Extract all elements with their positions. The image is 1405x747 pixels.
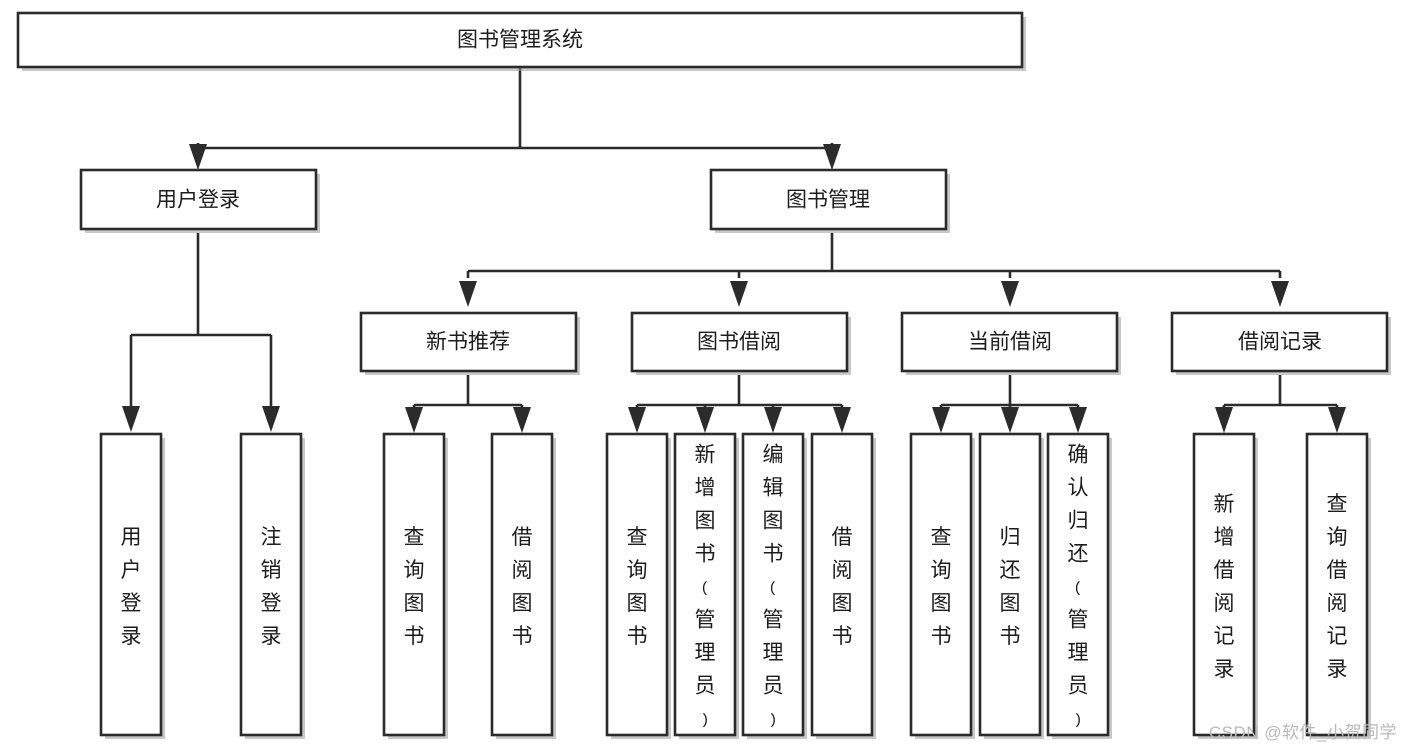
node-leaf-confirm-return-label: 确认归还﹙管理员﹚ <box>1068 444 1089 731</box>
node-user-login-label: 用户登录 <box>156 189 240 212</box>
node-leaf-borrow-book-2[interactable]: 借阅图书 <box>810 432 876 739</box>
node-leaf-edit-book-label: 编辑图书﹙管理员﹚ <box>763 444 784 731</box>
node-leaf-query-book-1[interactable]: 查询图书 <box>382 432 448 739</box>
node-leaf-user-login-label: 用户登录 <box>121 526 142 648</box>
node-leaf-return-book[interactable]: 归还图书 <box>978 432 1044 739</box>
node-leaf-user-logout[interactable]: 注销登录 <box>239 432 305 739</box>
edges-book-manage-to-level3 <box>459 233 1289 307</box>
node-borrow-record-label: 借阅记录 <box>1238 331 1322 354</box>
edges-new-book-recommend-to-leaves <box>405 375 531 433</box>
node-leaf-query-book-3-label: 查询图书 <box>931 526 952 648</box>
node-new-book-recommend[interactable]: 新书推荐 <box>359 311 580 375</box>
node-leaf-return-book-label: 归还图书 <box>1000 526 1021 648</box>
edges-book-borrow-to-leaves <box>628 375 851 433</box>
node-book-manage-label: 图书管理 <box>786 189 870 212</box>
node-leaf-query-book-3[interactable]: 查询图书 <box>909 432 975 739</box>
edges-borrow-record-to-leaves <box>1215 375 1346 433</box>
node-leaf-add-record-label: 新增借阅记录 <box>1214 493 1235 681</box>
edges-root-to-level2 <box>189 67 841 170</box>
node-user-login[interactable]: 用户登录 <box>79 168 320 233</box>
node-leaf-user-logout-label: 注销登录 <box>261 526 282 648</box>
node-leaf-add-book-label: 新增图书﹙管理员﹚ <box>695 444 716 731</box>
node-leaf-query-record[interactable]: 查询借阅记录 <box>1305 432 1371 739</box>
node-borrow-record[interactable]: 借阅记录 <box>1170 311 1391 375</box>
edges-current-borrow-to-leaves <box>932 375 1087 433</box>
node-book-manage[interactable]: 图书管理 <box>709 168 950 233</box>
node-leaf-add-record[interactable]: 新增借阅记录 <box>1192 432 1258 739</box>
node-leaf-query-book-2[interactable]: 查询图书 <box>605 432 671 739</box>
node-book-borrow-label: 图书借阅 <box>697 331 781 354</box>
node-current-borrow-label: 当前借阅 <box>968 331 1052 354</box>
node-leaf-query-record-label: 查询借阅记录 <box>1327 493 1348 681</box>
node-leaf-add-book[interactable]: 新增图书﹙管理员﹚ <box>673 432 739 739</box>
node-leaf-confirm-return[interactable]: 确认归还﹙管理员﹚ <box>1046 432 1112 739</box>
node-root[interactable]: 图书管理系统 <box>16 11 1026 71</box>
node-leaf-borrow-book-1[interactable]: 借阅图书 <box>490 432 556 739</box>
node-leaf-edit-book[interactable]: 编辑图书﹙管理员﹚ <box>741 432 807 739</box>
node-root-label: 图书管理系统 <box>457 29 583 52</box>
node-leaf-borrow-book-1-label: 借阅图书 <box>512 526 533 648</box>
node-leaf-user-login[interactable]: 用户登录 <box>99 432 165 739</box>
leaf-nodes-layer: 用户登录 注销登录 查询图书 借阅图书 查询图书 新增图书﹙管理员﹚ 编辑图书﹙管理员﹚ 借阅… <box>99 432 1371 739</box>
node-leaf-borrow-book-2-label: 借阅图书 <box>832 526 853 648</box>
edges-user-login-to-leaves <box>122 233 280 432</box>
node-new-book-recommend-label: 新书推荐 <box>426 331 510 354</box>
node-leaf-query-book-2-label: 查询图书 <box>627 526 648 648</box>
node-leaf-query-book-1-label: 查询图书 <box>404 526 425 648</box>
node-current-borrow[interactable]: 当前借阅 <box>900 311 1121 375</box>
node-book-borrow[interactable]: 图书借阅 <box>630 311 851 375</box>
